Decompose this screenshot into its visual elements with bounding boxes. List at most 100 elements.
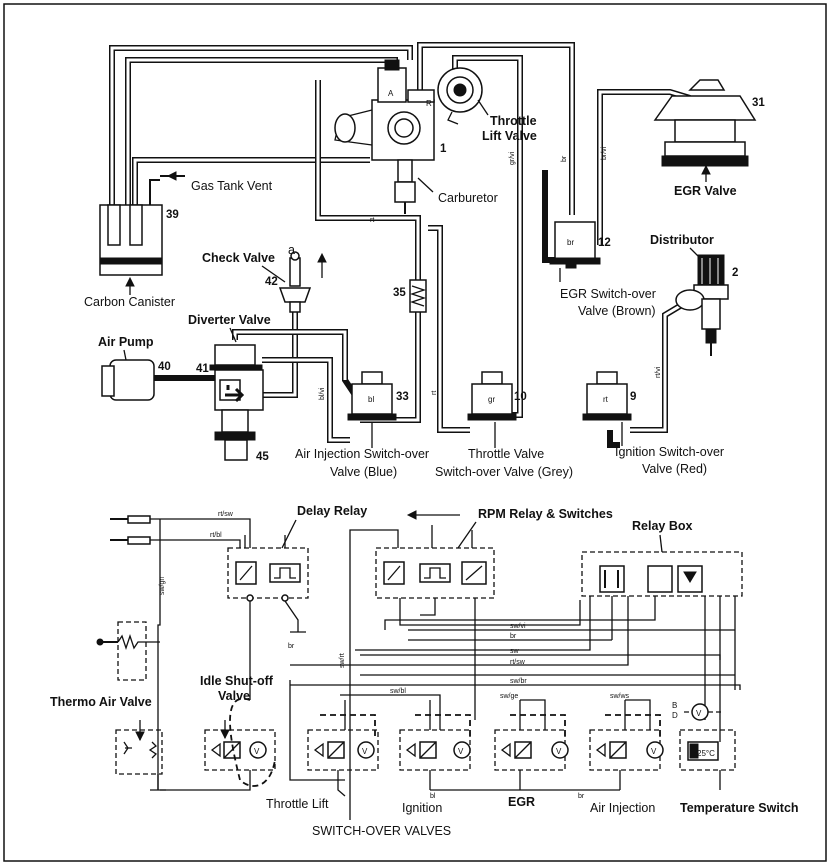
egr-valve-label: EGR Valve bbox=[674, 184, 737, 198]
svg-text:V: V bbox=[696, 709, 702, 718]
wire-br3: br bbox=[288, 643, 295, 650]
egr-switchover-label-1: EGR Switch-over bbox=[560, 287, 656, 301]
wire-bl: bl bbox=[430, 793, 436, 800]
air-pump bbox=[101, 359, 215, 401]
svg-text:V: V bbox=[556, 747, 562, 756]
svg-text:R: R bbox=[426, 99, 432, 108]
wire-sw: sw bbox=[510, 648, 520, 655]
carburetor-number: 1 bbox=[440, 143, 447, 155]
electrical-wiring bbox=[96, 510, 743, 820]
egr-switchover-valve: br bbox=[549, 221, 601, 269]
ignition-number: 9 bbox=[630, 391, 636, 403]
svg-text:B: B bbox=[672, 701, 677, 710]
thermo-air-valve-label: Thermo Air Valve bbox=[50, 695, 152, 709]
hose-code-br-vi: br/vi bbox=[601, 146, 608, 160]
wire-rt-bl: rt/bl bbox=[210, 532, 222, 539]
distributor-label: Distributor bbox=[650, 233, 714, 247]
check-valve-port: a bbox=[288, 243, 295, 257]
idle-shutoff-label-1: Idle Shut-off bbox=[200, 674, 274, 688]
air-injection-code: bl bbox=[368, 395, 374, 404]
air-injection-label: Air Injection bbox=[590, 801, 655, 815]
carbon-canister bbox=[99, 204, 163, 295]
check-valve-number: 42 bbox=[265, 276, 278, 288]
temperature-switch-symbol: 25°C V B D bbox=[672, 700, 736, 790]
wire-sw-gn: sw/gn bbox=[159, 577, 166, 595]
hose-code-rt-top: rt bbox=[370, 217, 374, 224]
svg-text:D: D bbox=[672, 711, 678, 720]
egr-valve bbox=[653, 79, 757, 182]
gas-tank-vent-label: Gas Tank Vent bbox=[191, 179, 273, 193]
egr-switchover-number: 12 bbox=[598, 237, 611, 249]
restrictor-35-number: 35 bbox=[393, 287, 406, 299]
air-pump-label: Air Pump bbox=[98, 335, 154, 349]
egr-switchover-code: br bbox=[567, 238, 574, 247]
check-valve bbox=[278, 251, 327, 313]
svg-text:V: V bbox=[362, 747, 368, 756]
hose-code-bl-vi: bl/vi bbox=[319, 387, 326, 400]
relay-box-label: Relay Box bbox=[632, 519, 692, 533]
wire-sw-br: sw/br bbox=[510, 678, 527, 685]
carburetor: R A 1 bbox=[334, 59, 447, 214]
wire-br: br bbox=[510, 633, 517, 640]
throttle-lift-valve-label-1: Throttle bbox=[490, 114, 537, 128]
throttle-valve-label-2: Switch-over Valve (Grey) bbox=[435, 465, 573, 479]
ignition-valve-symbol: V bbox=[399, 714, 471, 790]
carbon-canister-label: Carbon Canister bbox=[84, 295, 175, 309]
delay-relay-label: Delay Relay bbox=[297, 504, 367, 518]
air-injection-label-1: Air Injection Switch-over bbox=[295, 447, 429, 461]
distributor bbox=[675, 254, 729, 356]
part-45-number: 45 bbox=[256, 451, 269, 463]
restrictor-35 bbox=[409, 279, 427, 313]
throttle-lift-valve-symbol: V bbox=[307, 714, 379, 797]
diverter-valve bbox=[209, 344, 264, 461]
throttle-valve-code: gr bbox=[488, 395, 495, 404]
hose-code-rt-vi: rt/vi bbox=[655, 366, 662, 378]
wire-sw-ws: sw/ws bbox=[610, 693, 630, 700]
egr-valve-symbol: V bbox=[494, 714, 569, 790]
svg-text:A: A bbox=[388, 89, 394, 98]
rpm-relay-label: RPM Relay & Switches bbox=[478, 507, 613, 521]
egr-label: EGR bbox=[508, 795, 535, 809]
ignition-label: Ignition bbox=[402, 801, 442, 815]
ignition-label-1: Ignition Switch-over bbox=[615, 445, 724, 459]
wire-rt-sw2: rt/sw bbox=[510, 659, 526, 666]
wire-br2: br bbox=[578, 793, 585, 800]
switchover-valves-label: SWITCH-OVER VALVES bbox=[312, 824, 451, 838]
temperature-switch-label: Temperature Switch bbox=[680, 801, 799, 815]
check-valve-label: Check Valve bbox=[202, 251, 275, 265]
wire-sw-bl: sw/bl bbox=[390, 688, 406, 695]
ignition-code: rt bbox=[603, 395, 609, 404]
idle-shutoff-valve-symbol: V bbox=[204, 697, 276, 787]
throttle-valve-label-1: Throttle Valve bbox=[468, 447, 544, 461]
wire-sw-vi: sw/vi bbox=[510, 623, 526, 630]
egr-switchover-label-2: Valve (Brown) bbox=[578, 304, 656, 318]
distributor-number: 2 bbox=[732, 267, 738, 279]
diverter-valve-label: Diverter Valve bbox=[188, 313, 271, 327]
air-injection-valve-symbol: V bbox=[589, 714, 664, 790]
carbon-canister-number: 39 bbox=[166, 209, 179, 221]
carburetor-label: Carburetor bbox=[438, 191, 498, 205]
egr-valve-number: 31 bbox=[752, 97, 765, 109]
ignition-label-2: Valve (Red) bbox=[642, 462, 707, 476]
svg-text:V: V bbox=[458, 747, 464, 756]
wire-rt-sw: rt/sw bbox=[218, 511, 234, 518]
air-injection-label-2: Valve (Blue) bbox=[330, 465, 397, 479]
ignition-switchover-valve: rt bbox=[582, 371, 632, 421]
wire-sw-rt: sw/rt bbox=[339, 653, 346, 668]
svg-text:V: V bbox=[254, 747, 260, 756]
throttle-lift-valve bbox=[437, 67, 483, 125]
hose-code-gr-vi: gr/vi bbox=[509, 151, 516, 165]
idle-shutoff-label-2: Valve bbox=[218, 689, 250, 703]
temperature-value: 25°C bbox=[697, 749, 715, 758]
throttle-valve-number: 10 bbox=[514, 391, 527, 403]
throttle-lift-valve-label-2: Lift Valve bbox=[482, 129, 537, 143]
diagram-frame bbox=[3, 3, 827, 862]
throttle-valve-switchover-valve: gr bbox=[467, 371, 517, 421]
hose-code-br: br bbox=[561, 155, 568, 162]
air-injection-number: 33 bbox=[396, 391, 409, 403]
diverter-valve-number: 41 bbox=[196, 363, 209, 375]
air-pump-number: 40 bbox=[158, 361, 171, 373]
hose-code-rt-mid: rt bbox=[431, 391, 438, 395]
throttle-lift-label: Throttle Lift bbox=[266, 797, 329, 811]
